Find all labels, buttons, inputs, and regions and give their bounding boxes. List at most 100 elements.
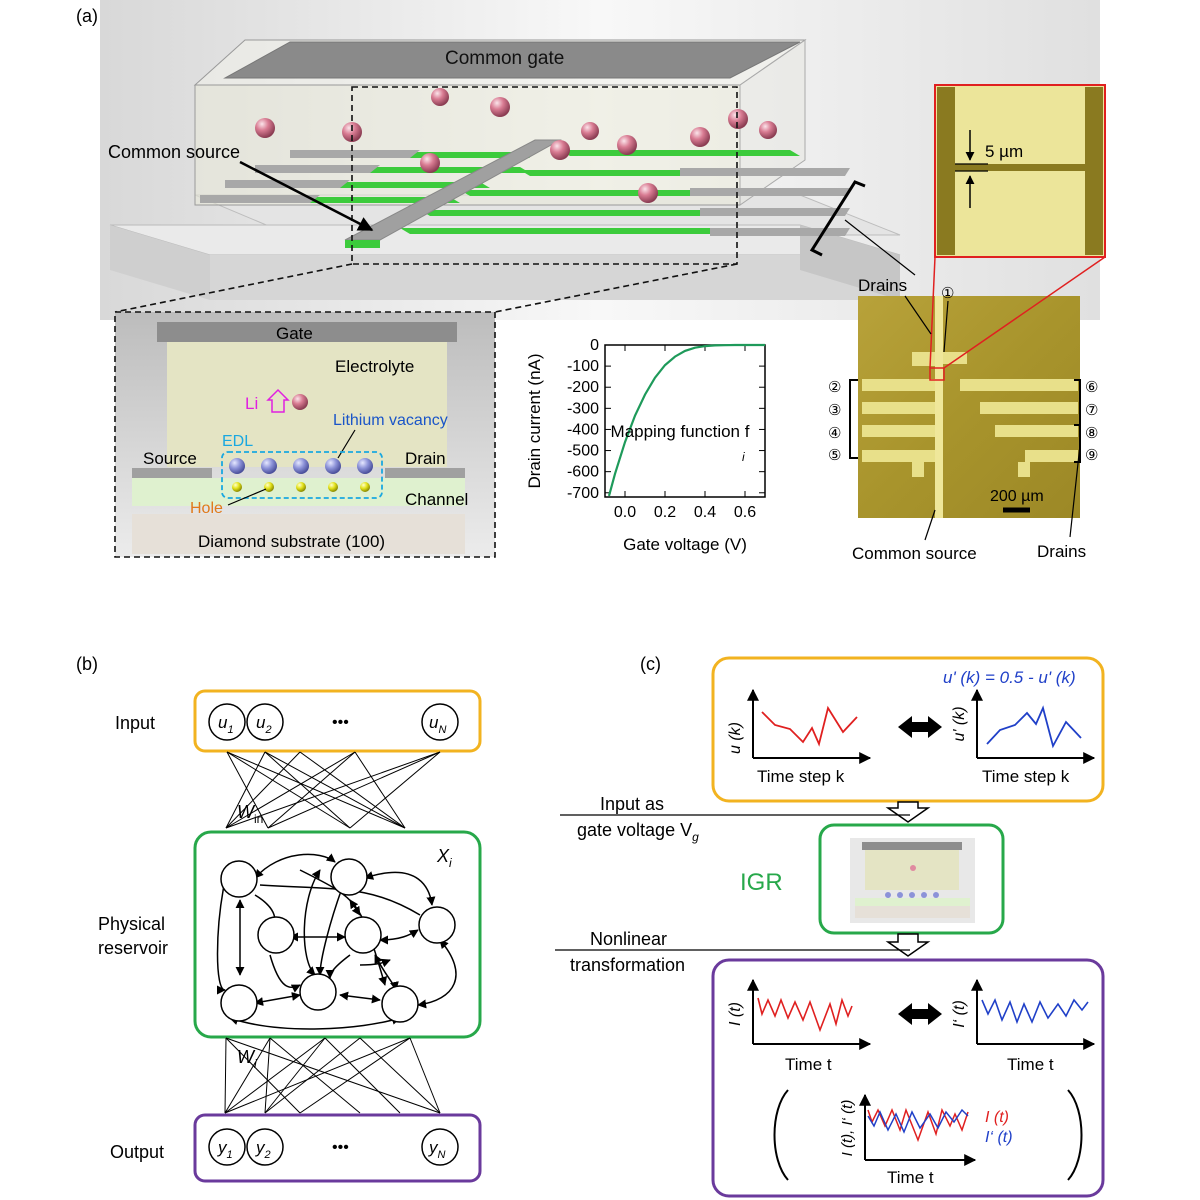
circle-5: ⑤ xyxy=(828,447,841,464)
common-source-pointer-micro xyxy=(924,509,936,541)
combined-i-series xyxy=(867,1107,969,1143)
igr-label: IGR xyxy=(740,869,783,896)
series-line xyxy=(607,343,765,497)
vacancy-ball xyxy=(325,458,341,474)
paren-right xyxy=(1067,1089,1083,1181)
drain-stripe xyxy=(862,379,935,391)
inset-border-left xyxy=(937,87,955,255)
drain-pad xyxy=(200,195,320,203)
channel-strip xyxy=(560,150,800,156)
gate-voltage-label: gate voltage Vg xyxy=(577,820,699,844)
upk-axis-label: u' (k) xyxy=(951,706,968,741)
combined-time-label: Time t xyxy=(887,1168,934,1187)
input-box xyxy=(193,689,482,753)
drain-stripe xyxy=(862,425,935,437)
hole-pointer xyxy=(227,488,267,506)
output-node-yN xyxy=(421,1128,459,1166)
drain-pad xyxy=(290,150,420,158)
circle-4: ④ xyxy=(828,425,841,442)
edl-label: EDL xyxy=(222,433,253,450)
hole-ball xyxy=(328,482,338,492)
input-node-uN xyxy=(421,703,459,741)
micro-common-source-label: Common source xyxy=(852,544,977,563)
substrate-front xyxy=(110,225,210,300)
chart-frame xyxy=(604,344,766,498)
drain-pad xyxy=(680,168,850,176)
input-ellipsis: ••• xyxy=(332,714,349,731)
cross-gate-label: Gate xyxy=(276,324,313,343)
circle-7: ⑦ xyxy=(1085,402,1098,419)
input-node-u2 xyxy=(246,703,284,741)
drain-stripe xyxy=(995,425,1078,437)
drains-brace-line xyxy=(844,219,916,276)
circle-8: ⑧ xyxy=(1085,425,1098,442)
li-ion xyxy=(690,127,710,147)
vacancy-pointer xyxy=(337,429,356,459)
reservoir-label: reservoir xyxy=(98,938,168,958)
igr-device-thumbnail xyxy=(850,838,975,923)
common-source-label: Common source xyxy=(108,142,240,162)
circle-9: ⑨ xyxy=(1085,447,1098,464)
li-ion-cross xyxy=(292,394,308,410)
it-axis-label: I (t) xyxy=(727,1002,744,1026)
y-tick-label: -600 xyxy=(567,464,599,481)
paren-left xyxy=(773,1089,789,1181)
drain-stripe xyxy=(862,402,935,414)
zoom-line-right xyxy=(494,263,738,313)
uk-time-label: Time step k xyxy=(757,767,845,786)
output-node-y2-text: y2 xyxy=(255,1138,271,1161)
input-node-u2-text: u2 xyxy=(256,713,272,736)
circle-3: ③ xyxy=(828,402,841,419)
panel-c-label: (c) xyxy=(640,654,661,674)
li-ion xyxy=(581,122,599,140)
combined-axis-label: I (t), I‘ (t) xyxy=(839,1100,856,1157)
drains-top-pointer xyxy=(904,295,932,335)
left-brace xyxy=(849,379,858,459)
ipt-time-label: Time t xyxy=(1007,1055,1054,1074)
drain-stripe xyxy=(862,450,935,462)
li-ion xyxy=(342,122,362,142)
reservoir-network xyxy=(216,853,457,1030)
wi-label: Wi xyxy=(237,1047,257,1071)
transformation-label: transformation xyxy=(570,955,685,975)
substrate-right-face xyxy=(800,225,900,300)
drains-bottom-pointer xyxy=(1069,444,1081,538)
reservoir-nodes xyxy=(220,858,456,1023)
y-tick-label: -700 xyxy=(567,485,599,502)
output-nodes: y1 y2 ••• yN xyxy=(208,1128,459,1166)
reservoir-box xyxy=(193,830,482,1039)
reservoir-node xyxy=(220,860,258,898)
zoom-red-box xyxy=(929,367,945,381)
uk-plot: u (k) Time step k xyxy=(727,688,872,786)
li-ions xyxy=(255,88,777,203)
input-series-box xyxy=(711,656,1105,803)
cross-section: Gate Electrolyte Li Lithium vacancy EDL … xyxy=(114,311,496,558)
drains-top-label: Drains xyxy=(858,276,907,295)
channel-label: Channel xyxy=(405,490,468,509)
mapping-annotation-text: Mapping function f xyxy=(611,422,750,441)
li-up-arrow xyxy=(266,388,290,413)
ipt-axis-label: I‘ (t) xyxy=(951,1000,968,1028)
drain-stripe xyxy=(943,352,967,364)
li-ion xyxy=(638,183,658,203)
y-tick-label: -400 xyxy=(567,421,599,438)
reservoir-node xyxy=(381,985,419,1023)
vacancy-ball xyxy=(357,458,373,474)
substrate-front-face xyxy=(210,255,900,300)
li-ion xyxy=(617,135,637,155)
edl-dashed-box xyxy=(221,451,383,499)
upk-plot: u' (k) Time step k xyxy=(951,688,1096,786)
upk-series xyxy=(986,705,1082,749)
drains-brace xyxy=(809,180,866,257)
common-source-pad xyxy=(345,240,380,248)
common-source-pointer xyxy=(239,160,374,232)
it-time-label: Time t xyxy=(785,1055,832,1074)
li-ion xyxy=(420,153,440,173)
device-3d-illustration: Common gate xyxy=(100,0,1100,320)
ipt-plot: I‘ (t) Time t xyxy=(951,978,1096,1074)
drain-stripe xyxy=(912,462,924,477)
reservoir-node xyxy=(418,906,456,944)
vacancy-ball xyxy=(293,458,309,474)
